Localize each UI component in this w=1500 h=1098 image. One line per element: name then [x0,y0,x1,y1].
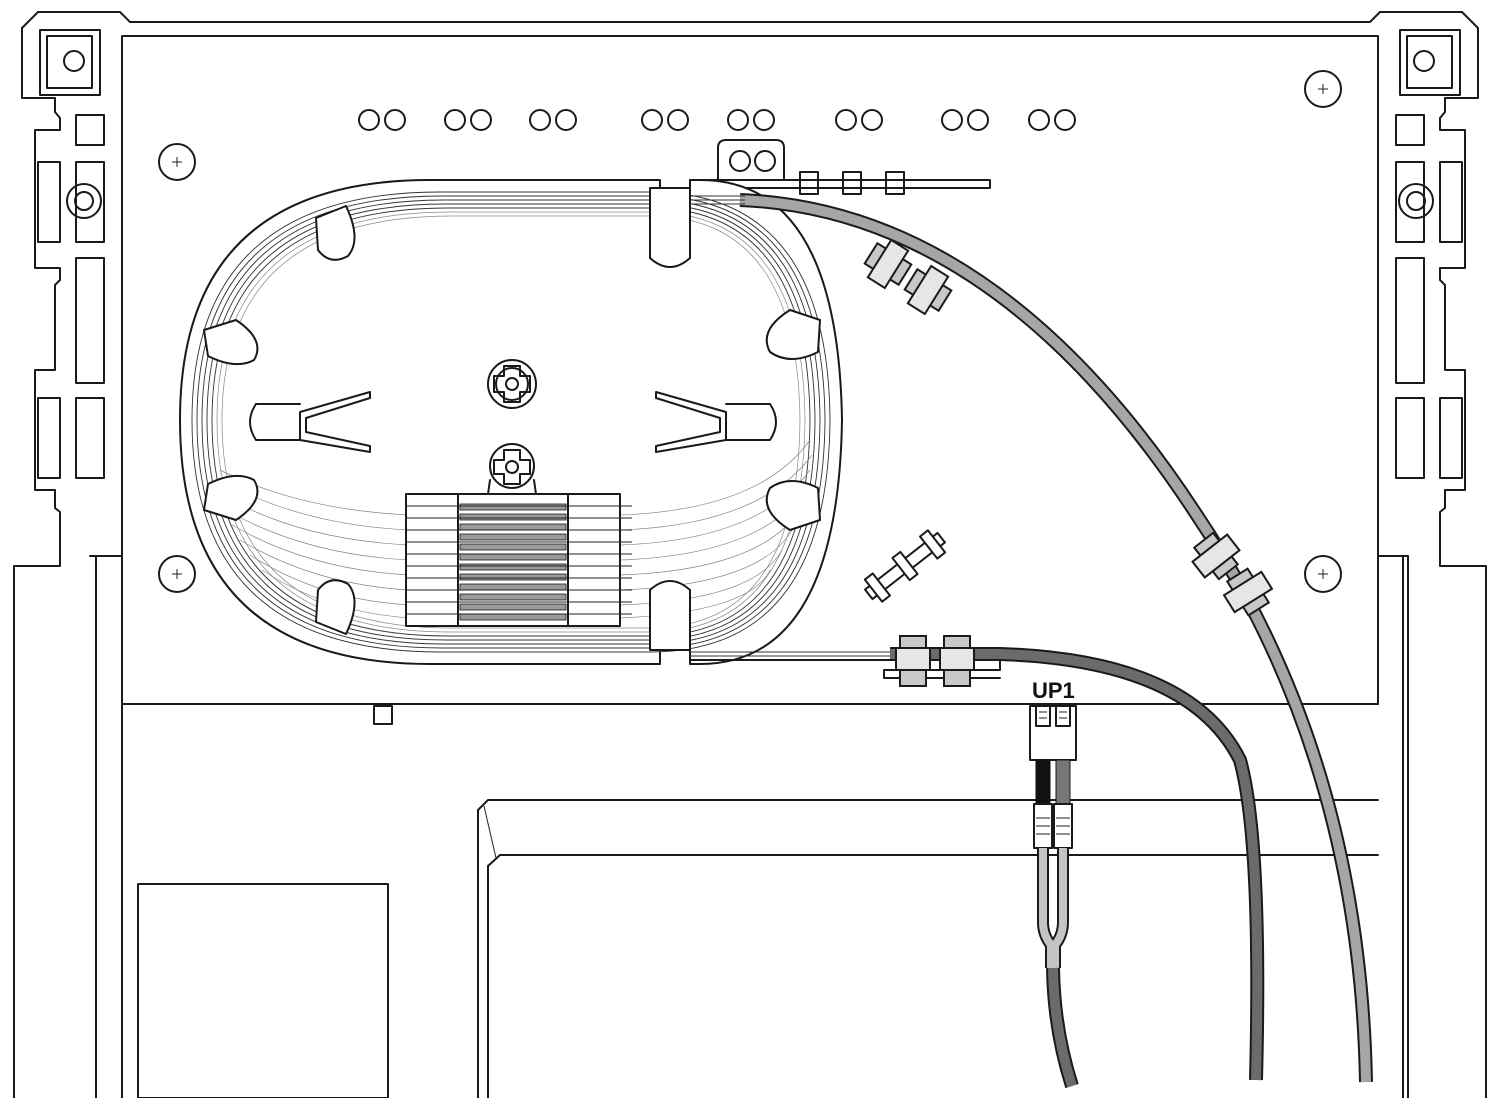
cable-clamp [1222,567,1274,617]
cable-bracket [863,529,947,603]
port-label: UP1 [1032,678,1075,703]
duplex-connector[interactable] [1029,705,1077,849]
cable-clamp [1191,531,1241,581]
cable-clamp [863,238,913,290]
cable-clamp [939,635,975,687]
screw-icon [158,70,1342,593]
cable-entry-holes [358,109,1076,131]
dark-grey-cable [890,635,1265,1081]
cable-clamp [895,635,931,687]
splice-sleeves [459,503,567,621]
enclosure-frame [13,11,1487,1098]
splice-tray [179,139,1001,679]
patch-cord [1037,848,1079,1089]
light-grey-cable [690,193,1373,1083]
cable-clamp [903,264,953,316]
